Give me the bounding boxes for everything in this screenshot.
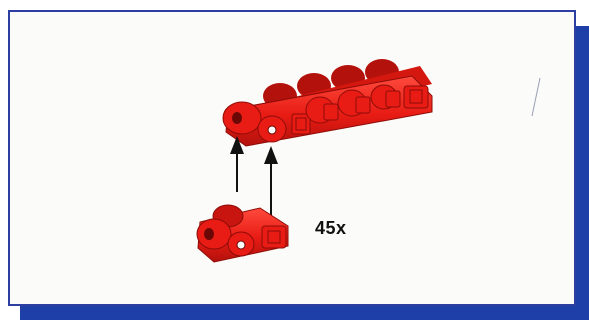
up-arrow-icon [230,136,244,192]
quantity-label: 45x [315,218,347,238]
up-arrow-icon [264,146,278,222]
scratch-mark [531,77,541,117]
red-chain-link-icon [196,204,289,263]
chain-assembly [222,59,433,147]
front-link-row [222,84,429,143]
instruction-panel [8,10,576,306]
